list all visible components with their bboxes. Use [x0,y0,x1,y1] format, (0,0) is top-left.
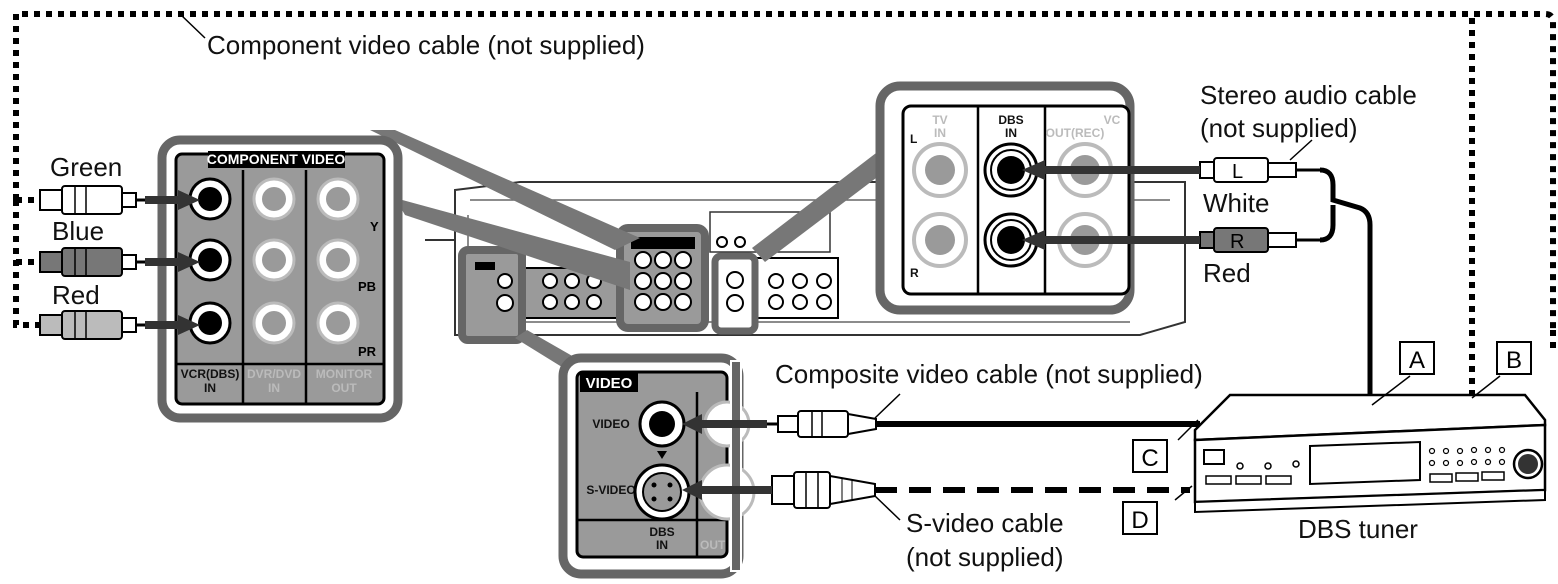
audio-callout-wedge [752,150,880,262]
red-audio-plug: R [1199,227,1320,253]
monitor-out-label: OUT [331,381,357,395]
vcr-dbs-label: VCR(DBS) [181,367,240,381]
dvr-dvd-in-label: IN [268,381,280,395]
white-label: White [1203,188,1269,218]
red-audio-label: Red [1203,258,1251,288]
component-callout-wedge [370,130,640,250]
plug-r-label: R [1230,231,1244,253]
component-plugs [39,185,145,340]
composite-arrow [682,414,767,434]
audio-r-label: R [910,266,919,280]
dbs-audio-jack-l [983,142,1039,198]
stereo-cable-note: (not supplied) [1200,113,1358,143]
red-plug-component [39,310,145,340]
stereo-cable-label: Stereo audio cable [1200,80,1417,110]
svideo-jack-label: S-VIDEO [586,483,635,497]
component-cable-leader [179,13,206,39]
video-dbs-in-label: IN [656,538,668,552]
video-out-label: OUT [700,538,726,552]
svideo-jack [633,463,691,521]
video-jacks-highlight [458,246,526,344]
label-y: Y [370,219,379,234]
video-panel-title: VIDEO [586,375,633,392]
marker-a: A [1399,341,1435,375]
svg-text:D: D [1131,507,1148,534]
audio-input-panel: TV IN DBS IN VC OUT(REC) L R [875,81,1135,315]
component-video-panel: COMPONENT VIDEO Y PB PR VCR(DBS) IN DVR/… [157,135,403,423]
label-pr: PR [358,344,377,359]
marker-d: D [1122,501,1158,535]
tv-label: TV [932,113,947,127]
component-cable-label: Component video cable (not supplied) [207,30,645,60]
dbs-tuner [1193,393,1547,514]
green-plug [39,185,145,215]
dbs-audio-label: DBS [998,113,1023,127]
tv-in-label: IN [934,126,946,140]
video-input-panel: VIDEO VIDEO S-VIDEO DBS IN OUT [558,353,756,579]
audio-cable [1319,167,1373,405]
composite-video-jack [638,400,686,448]
blue-plug [39,247,145,277]
dbs-audio-in-label: IN [1005,126,1017,140]
blue-label: Blue [52,216,104,246]
vcr-dbs-in-label: IN [204,381,216,395]
white-audio-plug: L [1199,157,1320,183]
red-component-label: Red [52,280,100,310]
svideo-plug [771,471,876,509]
component-jack-vcr-pr [188,301,232,345]
green-label: Green [50,152,122,182]
svg-text:B: B [1506,347,1522,374]
marker-b: B [1496,341,1532,375]
monitor-label: MONITOR [316,367,373,381]
composite-plug [765,410,877,438]
component-arrows [145,190,200,335]
composite-cable-label: Composite video cable (not supplied) [775,359,1203,389]
audio-arrows [1022,160,1200,250]
audio-jacks-highlight [711,252,759,335]
dbs-tuner-label: DBS tuner [1298,514,1418,544]
svg-text:A: A [1409,347,1425,374]
audio-plugs: L R [1199,157,1320,253]
component-panel-title: COMPONENT VIDEO [207,151,346,167]
component-jacks-mini [631,237,695,311]
component-jack-vcr-pb [188,238,232,282]
dvr-dvd-label: DVR/DVD [247,367,301,381]
vc-out-rec-label: OUT(REC) [1046,126,1105,140]
video-dbs-label: DBS [649,525,674,539]
svg-text:C: C [1141,445,1158,472]
component-cable-route [13,11,1556,396]
audio-l-label: L [910,132,917,146]
vc-label: VC [1104,113,1121,127]
marker-c: C [1132,439,1168,473]
label-pb: PB [358,279,376,294]
svideo-cable-label: S-video cable [906,508,1064,538]
svideo-cable-note: (not supplied) [906,542,1064,572]
svideo-arrow [682,480,772,500]
plug-l-label: L [1232,161,1243,183]
video-jack-label: VIDEO [592,417,629,431]
